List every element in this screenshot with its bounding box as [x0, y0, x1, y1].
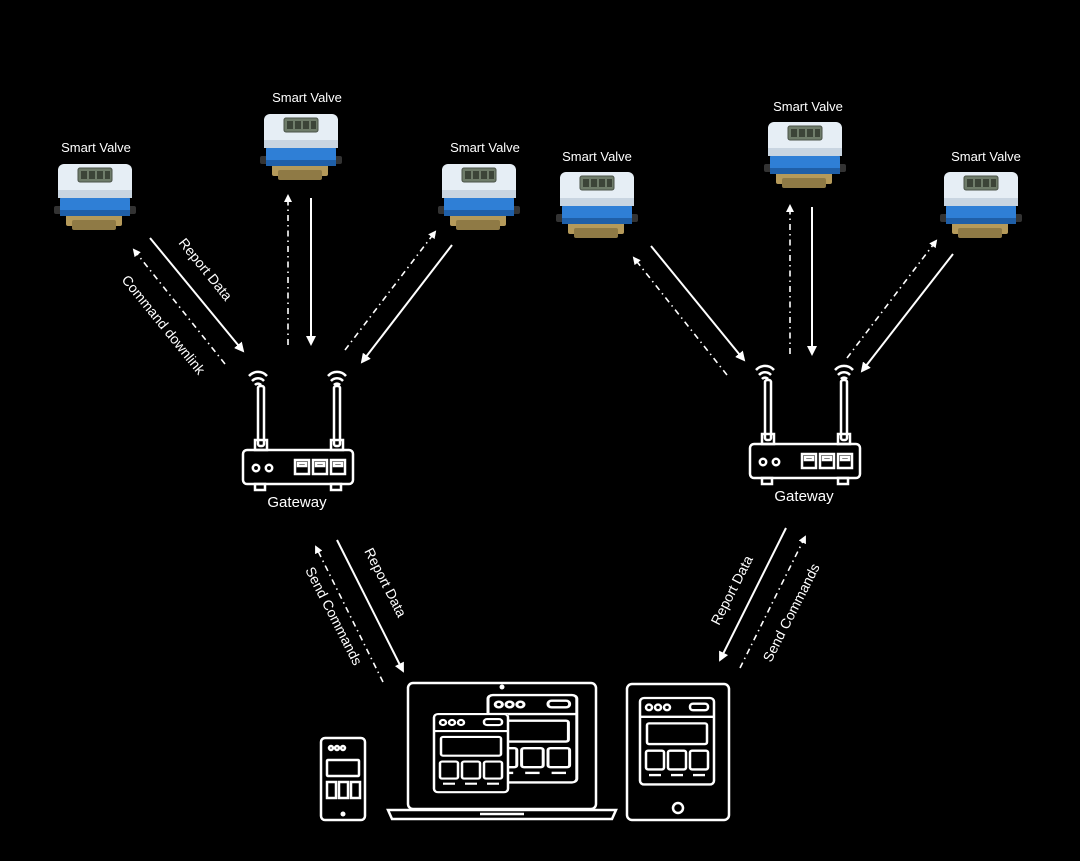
send-commands-label: Send Commands — [759, 561, 822, 665]
smart-valve-label: Smart Valve — [61, 140, 131, 155]
wifi-icon — [247, 370, 269, 387]
wifi-icon — [326, 370, 348, 387]
gateway-label: Gateway — [774, 488, 834, 505]
router-icon — [748, 378, 862, 486]
gateway-1: Gateway — [241, 370, 355, 511]
laptop-icon — [386, 681, 618, 821]
smart-valve-2: Smart Valve — [259, 90, 343, 181]
wifi-icon — [754, 364, 776, 381]
smart-valve-6: Smart Valve — [939, 149, 1023, 239]
smart-valve-5: Smart Valve — [763, 99, 847, 189]
smart-valve-4: Smart Valve — [555, 149, 639, 239]
links-clients — [315, 527, 806, 683]
smart-valve-label: Smart Valve — [562, 149, 632, 164]
report-data-label: Report Data — [361, 545, 410, 620]
gateway-2: Gateway — [748, 364, 862, 505]
smart-valve-3: Smart Valve — [437, 140, 521, 231]
tablet-icon — [625, 682, 731, 822]
links-gateway-1 — [132, 194, 453, 365]
report-data-label: Report Data — [707, 553, 756, 628]
smart-valve-label: Smart Valve — [951, 149, 1021, 164]
wifi-icon — [833, 364, 855, 381]
gateway-label: Gateway — [267, 494, 327, 511]
smart-valve-label: Smart Valve — [773, 99, 843, 114]
report-data-label: Report Data — [176, 235, 236, 304]
router-icon — [241, 384, 355, 492]
smart-valve-1: Smart Valve — [53, 140, 137, 231]
phone-icon — [319, 736, 367, 822]
links-gateway-2 — [632, 204, 954, 376]
smart-valve-label: Smart Valve — [450, 140, 520, 155]
smart-valve-label: Smart Valve — [272, 90, 342, 105]
